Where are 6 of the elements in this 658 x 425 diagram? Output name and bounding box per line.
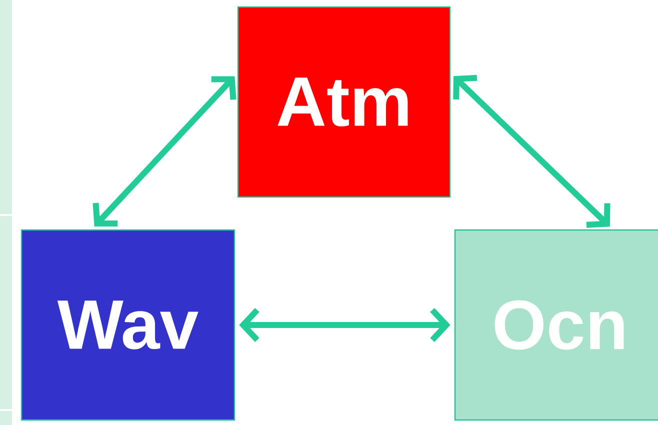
- model-box: Wav: [20, 229, 236, 421]
- double-arrow: [453, 74, 610, 228]
- model-box: Atm: [237, 6, 451, 198]
- double-arrow: [92, 76, 236, 226]
- double-arrow: [239, 308, 450, 342]
- model-box: Ocn: [454, 229, 658, 421]
